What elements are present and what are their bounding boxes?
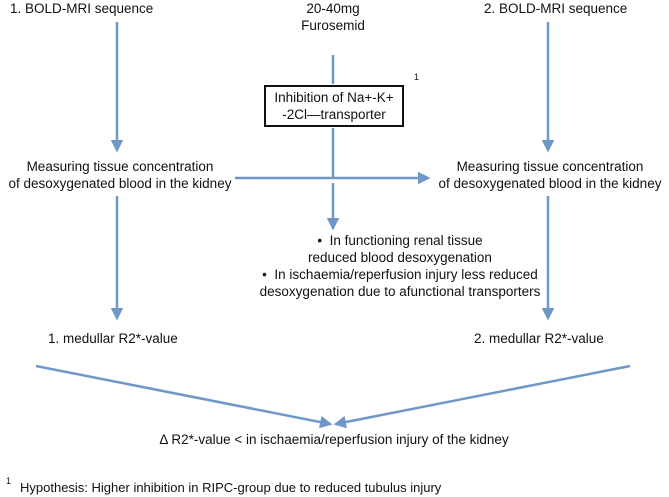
right-measure-line1: Measuring tissue concentration [456,159,644,174]
box-line1: Inhibition of Na+-K+ [274,90,394,105]
box-footnote-marker: 1 [414,72,420,82]
left-measure-line1: Measuring tissue concentration [26,159,214,174]
bullet-line1: In ischaemia/reperfusion injury less red… [274,267,538,282]
right-measure-text: Measuring tissue concentration of desoxy… [430,158,669,192]
bullet-line2: reduced blood desoxygenation [308,250,492,265]
bullet-item: • In functioning renal tissue reduced bl… [250,232,550,266]
arrow-left-diag [35,364,333,429]
box-line2: -2Cl—transporter [282,107,386,122]
right-r2-value: 2. medullar R2*-value [474,331,604,346]
right-measure-line2: of desoxygenated blood in the kidney [438,176,662,191]
bullet-line1: In functioning renal tissue [329,233,483,248]
left-sequence-label: 1. BOLD-MRI sequence [10,1,154,16]
arrow-right-diag [333,364,631,429]
footnote-text: Hypothesis: Higher inhibition in RIPC-gr… [20,480,442,495]
right-sequence-label: 2. BOLD-MRI sequence [484,1,628,16]
left-measure-text: Measuring tissue concentration of desoxy… [0,158,240,192]
effects-bullet-list: • In functioning renal tissue reduced bl… [250,232,550,300]
left-r2-value: 1. medullar R2*-value [48,331,178,346]
bullet-marker: • [262,267,267,282]
bullet-line2: desoxygenation due to afunctional transp… [259,284,541,299]
result-text: Δ R2*-value < in ischaemia/reperfusion i… [159,432,509,447]
left-measure-line2: of desoxygenated blood in the kidney [8,176,232,191]
bullet-item: • In ischaemia/reperfusion injury less r… [250,266,550,300]
furosemid-dose-line2: Furosemid [301,18,365,33]
bullet-marker: • [317,233,323,248]
transporter-inhibition-box: Inhibition of Na+-K+ -2Cl—transporter [264,85,404,127]
furosemid-dose-label: 20-40mg Furosemid [283,0,383,34]
footnote-marker: 1 [6,476,12,486]
furosemid-dose-line1: 20-40mg [306,1,360,16]
